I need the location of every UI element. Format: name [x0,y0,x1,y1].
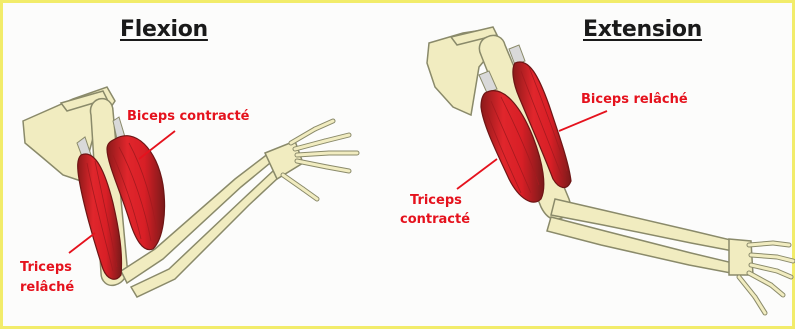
extension-title: Extension [583,17,702,42]
flexion-triceps-label-line2: relâché [20,279,74,296]
extension-triceps-label-line2: contracté [400,211,470,228]
arm-illustrations [3,3,795,332]
extension-biceps-pointer [559,111,607,131]
flexion-triceps-pointer [69,233,95,253]
extension-triceps-pointer [457,159,497,189]
extension-arm [427,27,793,313]
flexion-title: Flexion [120,17,208,42]
extension-triceps-label-line1: Triceps [410,192,462,209]
extension-biceps-label: Biceps relâché [581,91,688,108]
flexion-triceps-label-line1: Triceps [20,259,72,276]
flexion-biceps-label: Biceps contracté [127,108,249,125]
